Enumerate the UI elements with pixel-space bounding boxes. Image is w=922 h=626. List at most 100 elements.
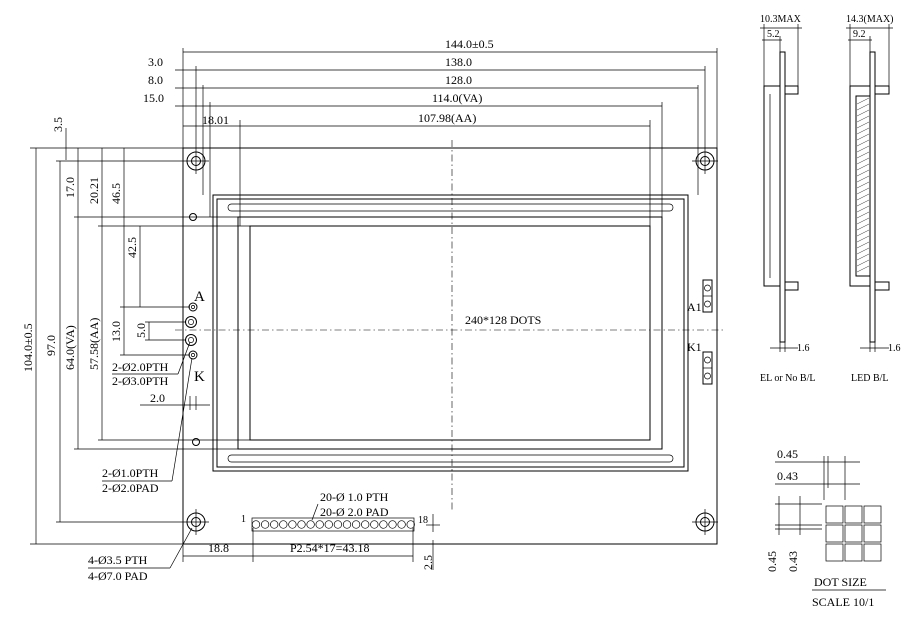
led-1-6-label: 1.6 — [888, 343, 901, 354]
connector-pad — [361, 520, 370, 529]
connector-pad — [397, 520, 406, 529]
top-dimension-lines — [175, 48, 718, 226]
connector-pad — [315, 520, 324, 529]
connector-pad — [333, 520, 343, 529]
dot-cell — [863, 543, 882, 562]
dim-offset-8: 8.0 — [148, 73, 163, 87]
glass-strip-bottom — [227, 454, 674, 463]
dot-cell — [825, 505, 844, 524]
connector-pad — [270, 520, 279, 529]
dim-va-width: 114.0(VA) — [432, 91, 482, 105]
dots-label: 240*128 DOTS — [465, 313, 541, 327]
mount-label-1: 4-Ø3.5 PTH — [88, 553, 148, 567]
dot-w2-label: 0.43 — [777, 469, 798, 483]
connector-pad — [297, 520, 306, 529]
connector-row — [251, 517, 415, 532]
pth-mid-label-1: 2-Ø1.0PTH — [102, 466, 159, 480]
dot-cell — [844, 524, 863, 543]
dot-cell — [844, 543, 863, 562]
connector-pad — [406, 520, 415, 529]
connector-pad — [306, 520, 315, 529]
side-view-led — [846, 24, 893, 352]
dim-hole-span: 138.0 — [445, 55, 472, 69]
dim-2-5: 2.5 — [421, 555, 435, 570]
dim-overall-height: 104.0±0.5 — [21, 323, 35, 372]
dim-offset-3: 3.0 — [148, 55, 163, 69]
mounting-hole-top-right — [692, 148, 718, 174]
pin-a-label: A — [194, 289, 205, 305]
mounting-hole-bottom-right — [692, 509, 718, 535]
pad-k — [188, 350, 198, 360]
dot-size-detail — [775, 456, 882, 562]
el-5-2-label: 5.2 — [767, 29, 780, 40]
dim-5: 5.0 — [134, 323, 148, 338]
dot-w1-label: 0.45 — [777, 447, 798, 461]
pads-k1 — [702, 351, 713, 385]
dim-46-5: 46.5 — [109, 183, 123, 204]
bezel-inner — [216, 198, 685, 468]
dim-20-21: 20.21 — [87, 177, 101, 204]
dot-cell — [825, 524, 844, 543]
pads-a1 — [702, 279, 713, 313]
dim-18-8: 18.8 — [208, 541, 229, 555]
dot-cell — [844, 505, 863, 524]
pin-first-label: 1 — [241, 514, 246, 525]
pth-mid-label-2: 2-Ø2.0PAD — [102, 481, 159, 495]
el-1-6-label: 1.6 — [797, 343, 810, 354]
pth-row-label-1: 20-Ø 1.0 PTH — [320, 490, 389, 504]
dot-cell — [863, 524, 882, 543]
bottom-dimension-lines — [182, 524, 440, 570]
led-max-label: 14.3(MAX) — [846, 14, 894, 25]
dot-scale-caption: SCALE 10/1 — [812, 595, 874, 609]
mounting-hole-top-left — [183, 148, 209, 174]
connector-pad — [288, 520, 297, 529]
pin-a1-label: A1 — [687, 300, 702, 314]
viewing-area — [237, 216, 663, 450]
dot-cell — [863, 505, 882, 524]
glass-strip-top — [227, 203, 674, 212]
dim-pitch: P2.54*17=43.18 — [290, 541, 369, 555]
dim-offset-18: 18.01 — [202, 113, 229, 127]
dim-13: 13.0 — [109, 321, 123, 342]
dim-17: 17.0 — [63, 177, 77, 198]
dim-hole-span-v: 97.0 — [44, 335, 58, 356]
dim-2: 2.0 — [150, 391, 165, 405]
left-dimension-lines — [30, 128, 250, 545]
connector-pad — [370, 520, 379, 529]
dot-cell — [825, 543, 844, 562]
dim-aa-width: 107.98(AA) — [418, 111, 476, 125]
connector-pad — [324, 520, 333, 529]
dim-bezel: 128.0 — [445, 73, 472, 87]
dot-size-caption: DOT SIZE — [814, 575, 867, 589]
pcb-outline — [182, 147, 718, 545]
el-caption: EL or No B/L — [760, 373, 815, 384]
connector-pad — [342, 520, 352, 529]
side-view-el — [760, 24, 802, 352]
bezel-outer — [212, 194, 689, 472]
dim-top-3-5: 3.5 — [51, 117, 65, 132]
mount-label-2: 4-Ø7.0 PAD — [88, 569, 148, 583]
dim-42-5: 42.5 — [125, 237, 139, 258]
pin-last-label: 18 — [418, 515, 428, 526]
pth-small-label-1: 2-Ø2.0PTH — [112, 360, 169, 374]
connector-pad — [260, 520, 270, 529]
dim-va-height: 64.0(VA) — [63, 325, 77, 370]
active-area — [249, 225, 651, 441]
pth-small-label-2: 2-Ø3.0PTH — [112, 374, 169, 388]
mounting-hole-bottom-left — [183, 509, 209, 535]
hole-small-bottom — [192, 438, 200, 446]
pin-k1-label: K1 — [687, 340, 702, 354]
dim-overall-width: 144.0±0.5 — [445, 37, 494, 51]
pad-mid — [185, 316, 197, 328]
dim-offset-15: 15.0 — [143, 91, 164, 105]
connector-pad — [251, 520, 261, 529]
led-9-2-label: 9.2 — [853, 29, 866, 40]
connector-pad — [279, 520, 288, 529]
connector-pad — [351, 520, 361, 529]
dim-aa-height: 57.58(AA) — [87, 318, 101, 370]
dot-h1-label: 0.45 — [765, 551, 779, 572]
pth-row-label-2: 20-Ø 2.0 PAD — [320, 505, 389, 519]
dot-h2-label: 0.43 — [786, 551, 800, 572]
connector-pad — [388, 520, 397, 529]
